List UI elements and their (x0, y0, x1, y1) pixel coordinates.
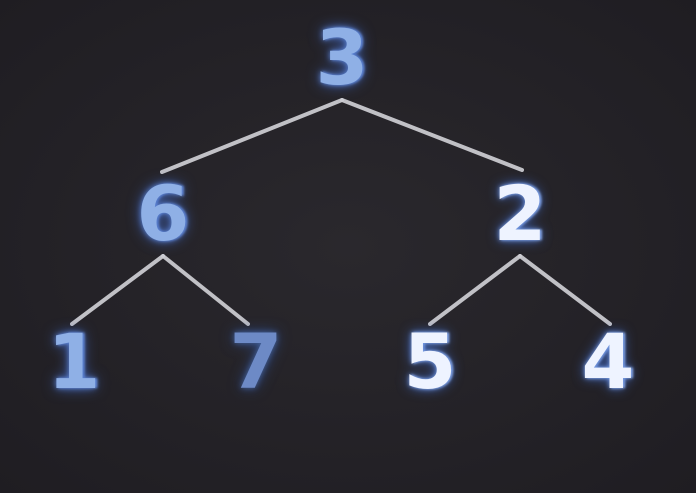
node-right-child: 2 (493, 169, 547, 258)
edge-right-rightleaf (518, 254, 612, 326)
edge-left-leftleaf (70, 254, 165, 326)
edge-left-rightleaf (161, 254, 250, 326)
node-left-child: 6 (136, 169, 190, 258)
node-root: 3 (315, 13, 369, 102)
edge-root-right (340, 98, 524, 172)
edge-right-leftleaf (428, 254, 522, 326)
node-leaf-4: 4 (581, 317, 635, 406)
edge-root-left (160, 98, 344, 174)
node-leaf-1: 1 (47, 317, 101, 406)
node-leaf-5: 5 (403, 317, 457, 406)
node-leaf-7: 7 (229, 317, 283, 406)
